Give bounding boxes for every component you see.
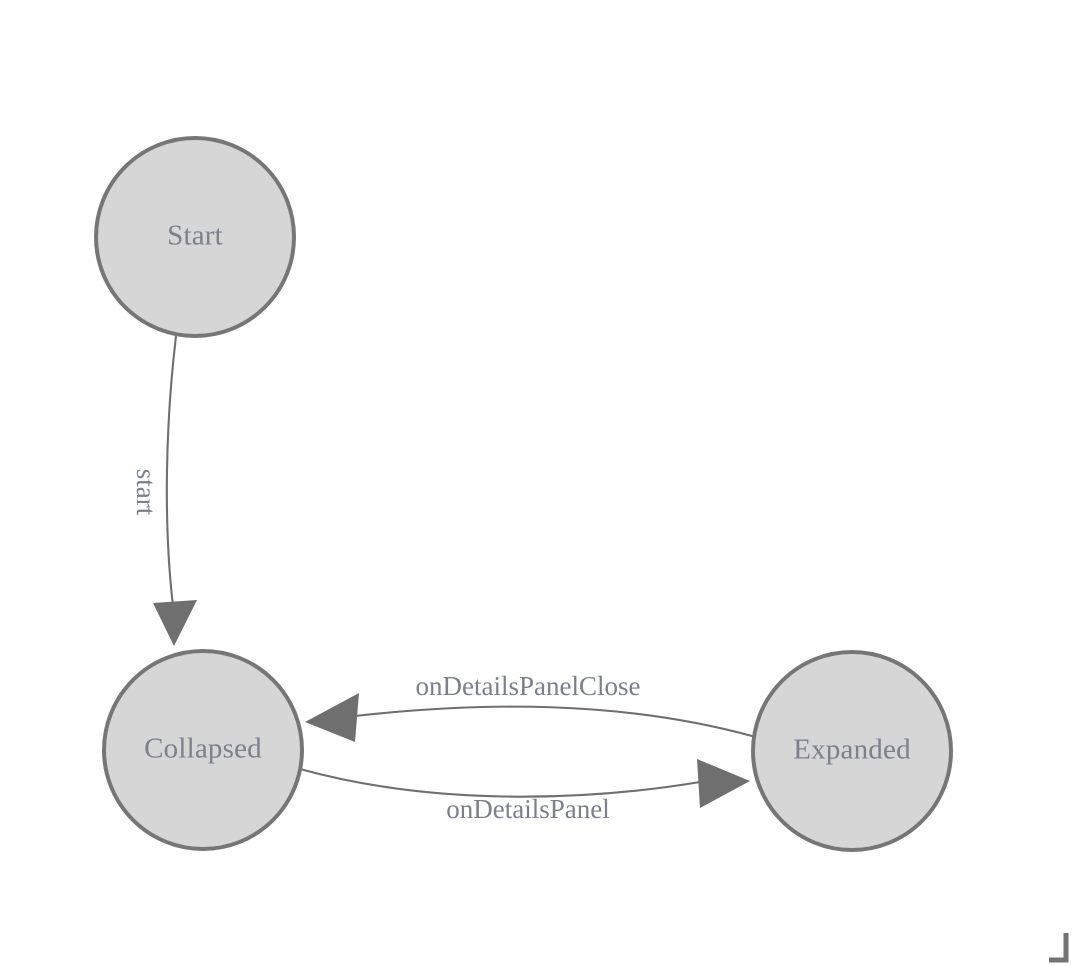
- node-label-expanded: Expanded: [793, 734, 911, 766]
- edge-label-start: start: [131, 469, 161, 516]
- arrowhead-icon-start-to-collapsed: [153, 600, 197, 646]
- edge-label-on-details-panel-close: onDetailsPanelClose: [416, 671, 641, 701]
- resize-corner-icon[interactable]: [1049, 933, 1069, 963]
- edge-path-start-to-collapsed: [165, 334, 178, 608]
- node-start[interactable]: Start: [94, 136, 296, 338]
- edge-collapsed-to-expanded[interactable]: onDetailsPanel: [298, 759, 750, 824]
- node-expanded[interactable]: Expanded: [751, 650, 953, 852]
- node-label-start: Start: [167, 220, 223, 252]
- arrowhead-icon-expanded-to-collapsed: [305, 693, 359, 742]
- node-label-collapsed: Collapsed: [144, 733, 262, 765]
- node-circle-expanded[interactable]: [751, 650, 953, 852]
- node-collapsed[interactable]: Collapsed: [102, 649, 304, 851]
- edge-start-to-collapsed[interactable]: start: [131, 334, 197, 646]
- node-circle-collapsed[interactable]: [102, 649, 304, 851]
- arrowhead-icon-collapsed-to-expanded: [697, 759, 750, 808]
- edge-label-on-details-panel: onDetailsPanel: [446, 794, 609, 824]
- edge-expanded-to-collapsed[interactable]: onDetailsPanelClose: [305, 671, 754, 742]
- edge-path-collapsed-to-expanded: [298, 767, 702, 798]
- node-circle-start[interactable]: [94, 136, 296, 338]
- edge-path-expanded-to-collapsed: [353, 705, 754, 738]
